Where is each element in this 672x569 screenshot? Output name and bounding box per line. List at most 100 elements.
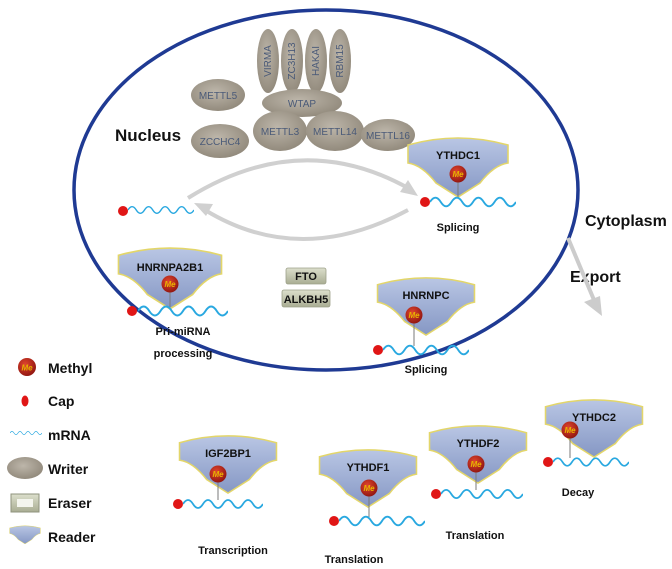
reader-hnrnpc: HNRNPC	[376, 277, 476, 336]
mrna-strand	[183, 498, 263, 510]
writer-complex: VIRMA ZC3H13 HAKAI RBM15 WTAP METTL5 ZCC…	[191, 29, 415, 158]
writer-wtap	[262, 89, 342, 117]
reader-icon	[9, 525, 41, 545]
bound-mrna-ythdf1: Me	[329, 479, 425, 527]
writer-rbm15	[329, 29, 351, 93]
legend-methyl-label: Methyl	[48, 360, 92, 376]
writer-hakai	[305, 29, 327, 93]
methyl-icon	[360, 479, 378, 497]
reader-ythdc1: YTHDC1	[407, 137, 509, 198]
hnrnpc-function-label: Splicing	[405, 364, 448, 376]
cytoplasm-label: Cytoplasm	[585, 213, 667, 230]
eraser-fto-label: FTO	[295, 271, 317, 283]
bound-mrna-hnrnpc: Me	[373, 306, 469, 356]
igf2bp1-function-label: Transcription	[198, 545, 268, 557]
legend-methyl: Me Methyl	[18, 358, 92, 376]
legend-mrna-label: mRNA	[48, 427, 91, 443]
bound-mrna-ythdc2: Me	[543, 421, 629, 467]
legend-reader-label: Reader	[48, 529, 96, 545]
ythdf1-function-label: Translation	[325, 554, 384, 566]
cap-icon	[543, 457, 553, 467]
legend-writer-label: Writer	[48, 461, 89, 477]
methyl-icon	[561, 421, 579, 439]
reader-igf2bp1-name: IGF2BP1	[205, 448, 251, 460]
methyl-icon-text: Me	[470, 460, 482, 469]
methyl-icon-text: Me	[363, 484, 375, 493]
methyl-icon-text: Me	[452, 170, 464, 179]
mrna-unmodified	[118, 205, 194, 216]
methyl-icon	[209, 465, 227, 483]
methyl-icon-text: Me	[408, 311, 420, 320]
cap-icon	[118, 206, 128, 216]
legend-eraser: Eraser	[10, 493, 92, 513]
writer-icon	[7, 457, 43, 479]
legend-cap: Cap	[21, 393, 74, 409]
methyl-icon-text: Me	[164, 280, 176, 289]
writer-mettl5-label: METTL5	[199, 91, 238, 102]
methyl-icon	[467, 455, 485, 473]
reader-ythdc2-name: YTHDC2	[572, 412, 616, 424]
nuclear-transport-arrows	[186, 158, 418, 241]
methyl-icon-text: Me	[564, 426, 576, 435]
cap-icon	[173, 499, 183, 509]
legend-writer: Writer	[7, 457, 89, 479]
ythdc2-function-label: Decay	[562, 487, 595, 499]
mrna-strand	[383, 344, 469, 356]
writer-zcchc4-label: ZCCHC4	[200, 137, 241, 148]
legend-mrna: mRNA	[10, 427, 91, 443]
reader-ythdf2-name: YTHDF2	[457, 438, 500, 450]
cap-icon	[420, 197, 430, 207]
writer-mettl5	[191, 79, 245, 111]
methyl-icon	[405, 306, 423, 324]
writer-zc3h13-label: ZC3H13	[287, 42, 298, 80]
writer-virma-label: VIRMA	[263, 45, 274, 77]
reader-igf2bp1: IGF2BP1	[178, 435, 278, 494]
bound-mrna-ythdf2: Me	[431, 455, 523, 500]
writer-rbm15-label: RBM15	[335, 44, 346, 78]
writer-mettl16-label: METTL16	[366, 131, 410, 142]
reader-ythdf1: YTHDF1	[318, 449, 418, 508]
writer-mettl14-label: METTL14	[313, 127, 357, 138]
reader-hnrnpa2b1: HNRNPA2B1	[117, 247, 223, 310]
bound-mrna-ythdc1: Me	[420, 165, 516, 208]
methyl-icon	[449, 165, 467, 183]
reader-hnrnpa2b1-name: HNRNPA2B1	[137, 262, 203, 274]
reader-ythdf1-name: YTHDF1	[347, 462, 390, 474]
legend-reader: Reader	[9, 525, 96, 545]
mrna-strand	[138, 305, 228, 317]
mrna-icon	[10, 430, 42, 436]
bound-mrna-hnrnpa2b1: Me	[127, 275, 228, 317]
cap-icon	[431, 489, 441, 499]
hnrnpa2b1-function-label-1: Pri-miRNA	[155, 326, 210, 338]
reader-ythdc2: YTHDC2	[544, 399, 644, 458]
legend-cap-label: Cap	[48, 393, 74, 409]
eraser-fto: FTO	[285, 267, 327, 285]
writer-mettl16	[361, 119, 415, 151]
nucleus-membrane	[72, 8, 580, 372]
mrna-strand	[553, 457, 629, 467]
reader-hnrnpc-name: HNRNPC	[402, 290, 449, 302]
methyl-icon-text: Me	[212, 470, 224, 479]
nucleus-label: Nucleus	[115, 126, 181, 145]
writer-mettl14	[306, 111, 364, 151]
methyl-icon-text: Me	[21, 364, 33, 373]
bound-mrna-igf2bp1: Me	[173, 465, 263, 510]
cap-icon	[127, 306, 137, 316]
writer-zc3h13	[281, 29, 303, 93]
export-label: Export	[570, 269, 621, 286]
legend-eraser-label: Eraser	[48, 495, 92, 511]
writer-wtap-label: WTAP	[288, 99, 316, 110]
writer-mettl3-label: METTL3	[261, 127, 300, 138]
cap-icon	[373, 345, 383, 355]
eraser-alkbh5: ALKBH5	[281, 289, 331, 308]
writer-zcchc4	[191, 124, 249, 158]
mrna-strand	[430, 196, 516, 208]
mrna-strand	[339, 515, 425, 527]
ythdc1-function-label: Splicing	[437, 222, 480, 234]
export-arrow	[566, 237, 602, 316]
cap-icon	[329, 516, 339, 526]
cap-icon	[21, 395, 29, 407]
methyl-icon	[18, 358, 36, 376]
reader-ythdc1-name: YTHDC1	[436, 150, 480, 162]
